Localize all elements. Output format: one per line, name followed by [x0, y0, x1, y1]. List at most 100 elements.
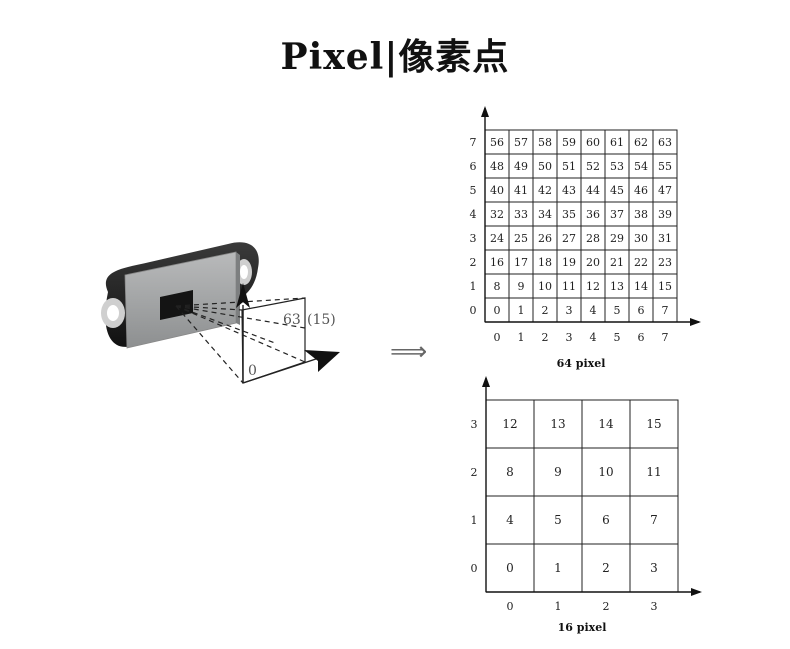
pixel-cell-label: 60 [586, 136, 600, 149]
pixel-cell [556, 177, 582, 203]
pixel-cell-label: 27 [562, 232, 576, 245]
pixel-cell [604, 177, 630, 203]
pixel-cell [629, 447, 679, 497]
y-tick-label: 0 [470, 304, 477, 317]
pixel-cell-label: 39 [658, 208, 672, 221]
pixel-cell-label: 22 [634, 256, 648, 269]
pixel-cell [652, 177, 678, 203]
pixel-cell-label: 11 [646, 465, 661, 479]
pixel-cell-label: 31 [658, 232, 672, 245]
pixel-cell-label: 40 [490, 184, 504, 197]
pixel-cell [485, 495, 535, 545]
pixel-cell-label: 46 [634, 184, 648, 197]
pixel-cell [628, 177, 654, 203]
pixel-cell-label: 7 [650, 513, 658, 527]
pixel-cell [532, 129, 558, 155]
pixel-cell [604, 201, 630, 227]
pixel-cell-label: 38 [634, 208, 648, 221]
pixel-cell [580, 225, 606, 251]
pixel-cell [652, 273, 678, 299]
pixel-cell-label: 53 [610, 160, 624, 173]
pixel-cell [580, 129, 606, 155]
pixel-cell [580, 297, 606, 323]
sensor-lens [160, 290, 193, 320]
x-tick-label: 4 [590, 331, 597, 344]
pixel-cell-label: 42 [538, 184, 552, 197]
pixel-cell-label: 61 [610, 136, 624, 149]
pixel-cell [532, 153, 558, 179]
pixel-cell [652, 297, 678, 323]
grid-caption: 64 pixel [557, 357, 606, 370]
pixel-cell [652, 249, 678, 275]
x-tick-label: 0 [507, 600, 514, 613]
pixel-cell-label: 44 [586, 184, 600, 197]
pixel-cell-label: 11 [562, 280, 576, 293]
pixel-cell-label: 52 [586, 160, 600, 173]
pixel-cell [532, 273, 558, 299]
pixel-cell-label: 17 [514, 256, 528, 269]
sensor-illustration: 63 (15) 0 [101, 242, 340, 384]
pixel-cell-label: 3 [566, 304, 573, 317]
x-tick-label: 3 [566, 331, 573, 344]
pixel-cell-label: 50 [538, 160, 552, 173]
y-tick-label: 2 [471, 466, 478, 479]
pixel-cell-label: 54 [634, 160, 648, 173]
pixel-cell-label: 62 [634, 136, 648, 149]
y-tick-label: 2 [470, 256, 477, 269]
pixel-cell-label: 7 [662, 304, 669, 317]
y-tick-label: 0 [471, 562, 478, 575]
pixel-cell-label: 21 [610, 256, 624, 269]
pixel-cell [532, 249, 558, 275]
pixel-cell [485, 543, 535, 593]
pixel-cell-label: 10 [538, 280, 552, 293]
pixel-cell-label: 3 [650, 561, 658, 575]
pixel-cell-label: 47 [658, 184, 672, 197]
pixel-cell-label: 26 [538, 232, 552, 245]
pixel-cell-label: 45 [610, 184, 624, 197]
y-tick-label: 3 [470, 232, 477, 245]
pixel-cell-label: 14 [598, 417, 614, 431]
x-tick-label: 6 [638, 331, 645, 344]
y-tick-label: 3 [471, 418, 478, 431]
pixel-cell-label: 58 [538, 136, 552, 149]
pixel-cell [652, 225, 678, 251]
pixel-cell-label: 5 [614, 304, 621, 317]
pixel-cell-label: 35 [562, 208, 576, 221]
pixel-cell [629, 495, 679, 545]
pixel-cell-label: 14 [634, 280, 648, 293]
x-tick-label: 2 [542, 331, 549, 344]
pixel-cell-label: 51 [562, 160, 576, 173]
pixel-cell-label: 48 [490, 160, 504, 173]
pixel-cell-label: 0 [494, 304, 501, 317]
x-tick-label: 2 [603, 600, 610, 613]
pixel-cell-label: 36 [586, 208, 600, 221]
pixel-cell-label: 16 [490, 256, 504, 269]
pixel-max-label: 63 [283, 312, 301, 328]
pixel-cell [556, 153, 582, 179]
pixel-cell-label: 6 [602, 513, 610, 527]
pixel-cell [485, 447, 535, 497]
pixel-cell-label: 0 [506, 561, 514, 575]
pixel-cell-label: 1 [518, 304, 525, 317]
pixel-cell [628, 153, 654, 179]
x-tick-label: 0 [494, 331, 501, 344]
x-tick-label: 5 [614, 331, 621, 344]
plane-x-arrow [304, 350, 340, 372]
pixel-cell-label: 59 [562, 136, 576, 149]
pixel-cell-label: 2 [542, 304, 549, 317]
pixel-cell-label: 37 [610, 208, 624, 221]
pixel-cell [652, 201, 678, 227]
pixel-cell-label: 55 [658, 160, 672, 173]
pixel-cell-label: 13 [610, 280, 624, 293]
x-tick-label: 1 [555, 600, 562, 613]
y-tick-label: 4 [470, 208, 477, 221]
plane-y-arrow [236, 283, 250, 308]
pixel-cell-label: 56 [490, 136, 504, 149]
pixel-cell [532, 297, 558, 323]
pixel-cell [508, 201, 534, 227]
pixel-cell-label: 49 [514, 160, 528, 173]
pixel-cell [581, 495, 631, 545]
pixel-cell-label: 4 [590, 304, 597, 317]
